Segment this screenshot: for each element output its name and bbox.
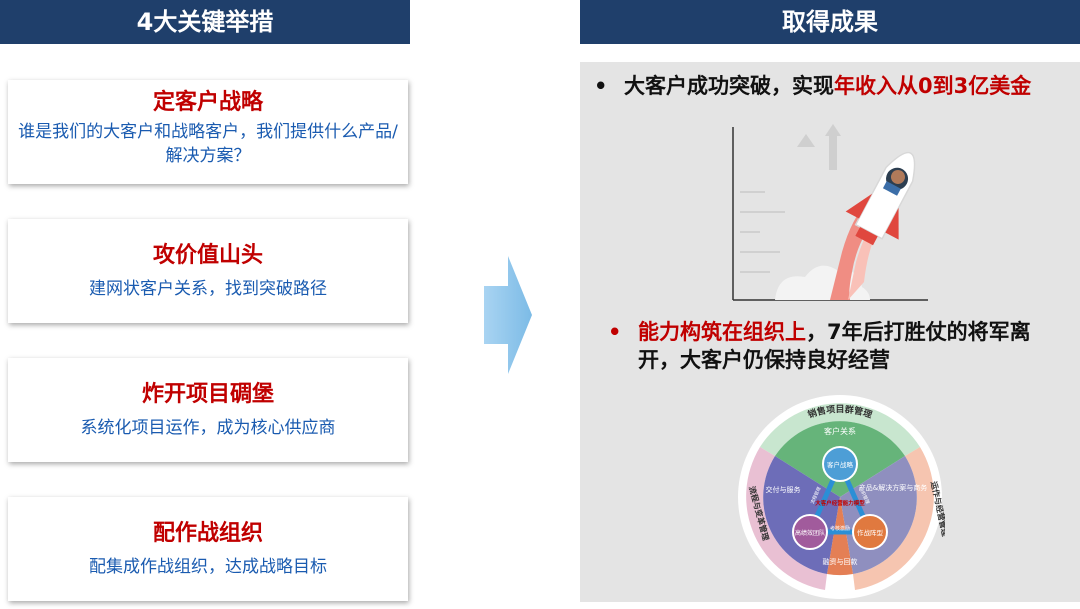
- rocket-growth-illustration: [732, 124, 928, 301]
- card-battle-org: 配作战组织 配集成作战组织，达成战略目标: [8, 497, 408, 601]
- result-2-text: ，7年后打胜仗的将军离开，大客户仍保持良好经营: [638, 320, 1031, 372]
- card-title: 配作战组织: [152, 521, 263, 546]
- triangle-bottom-label: 考核激励: [830, 525, 850, 532]
- result-bullet-1: • 大客户成功突破，实现年收入从0到3亿美金: [594, 72, 1064, 100]
- bullet-dot: •: [608, 320, 622, 344]
- result-1-highlight: 年收入从0到3亿美金: [834, 74, 1032, 98]
- card-title: 定客户战略: [152, 90, 263, 115]
- segment-finance: 融资与回款: [823, 557, 858, 566]
- result-1-text: 大客户成功突破，实现: [624, 74, 834, 98]
- card-desc: 配集成作战组织，达成战略目标: [89, 557, 327, 577]
- left-header: 4大关键举措: [0, 0, 410, 44]
- card-desc: 谁是我们的大客户和战略客户，我们提供什么产品/解决方案？: [18, 122, 398, 166]
- card-customer-strategy: 定客户战略 谁是我们的大客户和战略客户，我们提供什么产品/解决方案？: [8, 80, 408, 184]
- segment-delivery: 交付与服务: [766, 485, 801, 494]
- bullet-dot: •: [594, 74, 608, 98]
- card-title: 炸开项目碉堡: [141, 382, 274, 407]
- result-2-highlight: 能力构筑在组织上: [638, 320, 806, 344]
- segment-product: 产品&解决方案与商务: [859, 483, 927, 492]
- results-panel: • 大客户成功突破，实现年收入从0到3亿美金 • 能力构筑在组织上，7年后打胜仗…: [580, 62, 1080, 602]
- svg-text:销售项目群管理: 销售项目群管理: [806, 403, 873, 421]
- center-model-label: 大客户经营能力模型: [815, 499, 865, 507]
- card-desc: 系统化项目运作，成为核心供应商: [80, 418, 336, 438]
- segment-customer-relations: 客户关系: [824, 426, 856, 436]
- card-desc: 建网状客户关系，找到突破路径: [89, 279, 327, 299]
- right-arrow-icon: [484, 256, 532, 374]
- card-value-hill: 攻价值山头 建网状客户关系，找到突破路径: [8, 219, 408, 323]
- node-customer-strategy: 客户战略: [827, 460, 854, 469]
- result-bullet-2: • 能力构筑在组织上，7年后打胜仗的将军离开，大客户仍保持良好经营: [608, 318, 1068, 374]
- right-header: 取得成果: [580, 0, 1080, 44]
- node-battle-formation: 作战阵型: [857, 528, 884, 537]
- card-project-bunker: 炸开项目碉堡 系统化项目运作，成为核心供应商: [8, 358, 408, 462]
- card-title: 攻价值山头: [152, 243, 263, 268]
- capability-model-wheel: 销售项目群管理 流程与变革管理 运作与经营管理 客户关系 交付与服务 产品&解决…: [738, 395, 945, 599]
- outer-top-label: 销售项目群管理: [806, 403, 873, 421]
- node-high-perf-team: 高绩效团队: [795, 529, 825, 537]
